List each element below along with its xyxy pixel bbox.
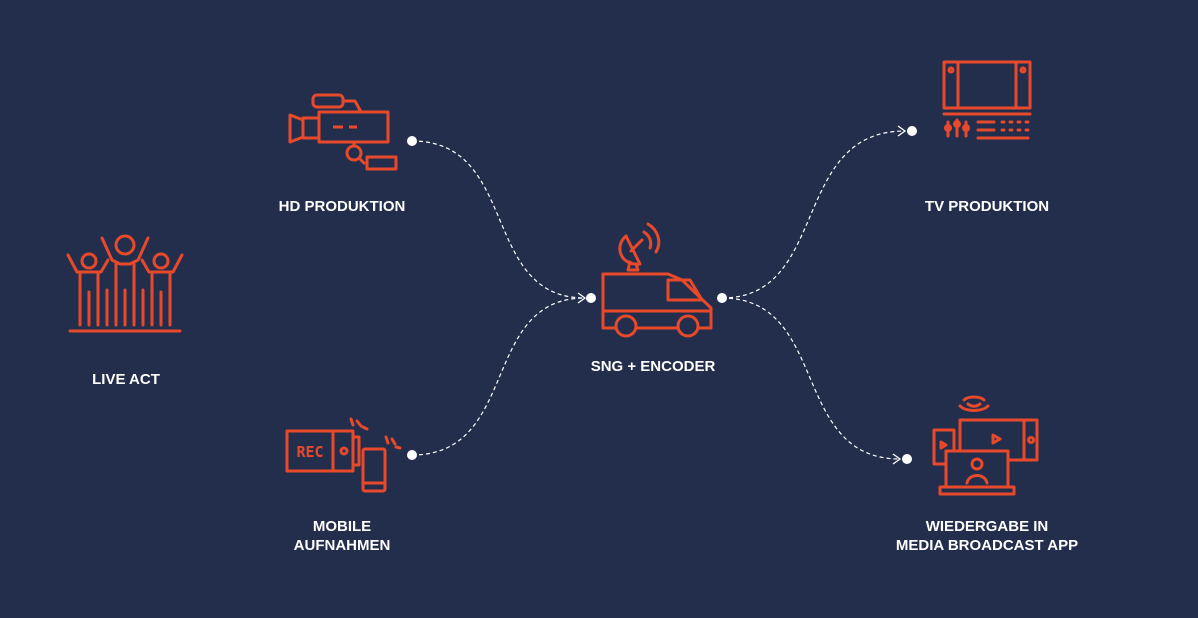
connector-dot bbox=[902, 454, 912, 464]
tv-produktion-label: TV PRODUKTION bbox=[924, 198, 1050, 215]
multi-device-icon bbox=[932, 395, 1039, 496]
connector-sng-to-app bbox=[721, 297, 901, 460]
video-camera-icon bbox=[288, 93, 398, 171]
connector-hd-to-sng bbox=[411, 140, 586, 299]
arrow-head bbox=[892, 453, 902, 465]
sng-encoder-label: SNG + ENCODER bbox=[590, 358, 716, 375]
arrow-head bbox=[897, 125, 907, 137]
mobile-aufnahmen-label-line2: AUFNAHMEN bbox=[293, 537, 391, 554]
mobile-aufnahmen-label: MOBILE AUFNAHMEN bbox=[262, 517, 422, 555]
connector-dot bbox=[717, 293, 727, 303]
connector-dot bbox=[586, 293, 596, 303]
live-act-label: LIVE ACT bbox=[92, 371, 160, 388]
tv-studio-icon bbox=[942, 60, 1032, 140]
arrow-head bbox=[577, 292, 587, 304]
wiedergabe-label: WIEDERGABE IN MEDIA BROADCAST APP bbox=[872, 517, 1102, 555]
satellite-van-icon bbox=[601, 222, 713, 338]
hd-produktion-label: HD PRODUKTION bbox=[278, 198, 406, 215]
wiedergabe-label-line2: MEDIA BROADCAST APP bbox=[895, 537, 1079, 554]
rec-camera-phone-icon: REC bbox=[285, 417, 402, 493]
wiedergabe-label-line1: WIEDERGABE IN bbox=[925, 518, 1049, 535]
rec-label: REC bbox=[296, 443, 323, 461]
connector-dot bbox=[407, 450, 417, 460]
connector-sng-to-tv bbox=[721, 130, 906, 299]
connector-dot bbox=[907, 126, 917, 136]
crowd-icon bbox=[66, 234, 184, 333]
connector-dot bbox=[407, 136, 417, 146]
mobile-aufnahmen-label-line1: MOBILE bbox=[312, 518, 372, 535]
connector-mobile-to-sng bbox=[411, 297, 586, 456]
